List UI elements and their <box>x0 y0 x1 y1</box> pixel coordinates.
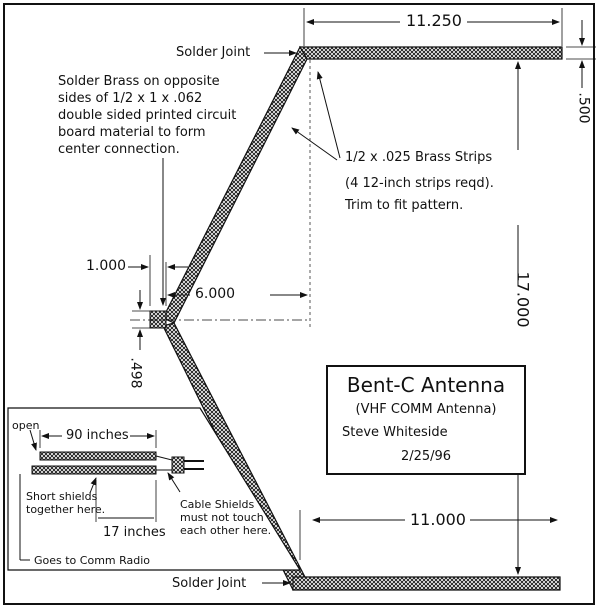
inset-short-shields: Short shields together here. <box>26 490 106 516</box>
dim-center-gap: 1.000 <box>86 258 127 274</box>
solder-joint-bottom-label: Solder Joint <box>172 576 247 591</box>
top-horizontal-strip <box>298 46 563 60</box>
strips-note-line1: 1/2 x .025 Brass Strips <box>345 150 493 165</box>
inset-cable-shields: Cable Shields must not touch each other … <box>180 498 272 537</box>
title-block-title: Bent-C Antenna <box>346 373 506 397</box>
dim-bottom-width: 11.000 <box>410 510 466 529</box>
dim-center-offset: 6.000 <box>195 286 236 302</box>
coax-short <box>31 465 157 475</box>
inset-goes-to: Goes to Comm Radio <box>34 554 151 567</box>
bottom-horizontal-strip <box>292 576 561 591</box>
center-connection-note: Solder Brass on opposite sides of 1/2 x … <box>58 74 237 157</box>
inset-length-short: 17 inches <box>103 525 166 540</box>
dim-strip-width: .500 <box>575 92 592 124</box>
leader-strips-diag <box>291 127 338 161</box>
strips-note-line2: (4 12-inch strips reqd). <box>345 176 494 191</box>
title-block: Bent-C Antenna (VHF COMM Antenna) Steve … <box>326 365 526 475</box>
leader-strips-upper <box>316 71 341 159</box>
coax-long <box>39 451 157 461</box>
dim-center-height: .498 <box>127 357 144 389</box>
center-pcb <box>149 310 167 329</box>
dim-top-width: 11.250 <box>406 11 462 30</box>
strips-note-line3: Trim to fit pattern. <box>345 198 464 213</box>
solder-joint-top-label: Solder Joint <box>176 45 251 60</box>
inset-open-label: open <box>12 419 40 432</box>
title-block-date: 2/25/96 <box>400 449 452 464</box>
dim-height: 17.000 <box>513 271 533 328</box>
inset-length-long: 90 inches <box>66 428 129 443</box>
title-block-subtitle: (VHF COMM Antenna) <box>355 402 497 417</box>
page-border <box>3 3 595 605</box>
inset-box <box>7 407 302 571</box>
title-block-author: Steve Whiteside <box>342 425 448 440</box>
